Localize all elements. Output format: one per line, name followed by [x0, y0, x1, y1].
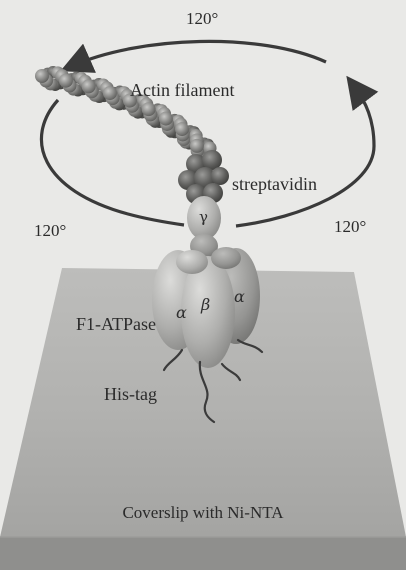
- actin-bead: [59, 74, 73, 88]
- his-tag-label: His-tag: [104, 384, 157, 404]
- actin-bead: [142, 102, 156, 116]
- coverslip-label: Coverslip with Ni-NTA: [122, 503, 284, 522]
- actin-bead: [159, 112, 173, 126]
- actin-bead: [82, 79, 96, 93]
- beta-label: β: [200, 295, 210, 314]
- angle-label-right: 120°: [334, 217, 366, 236]
- angle-label-top: 120°: [186, 9, 218, 28]
- actin-bead: [103, 86, 117, 100]
- actin-bead: [190, 139, 204, 153]
- alpha-label-left: α: [176, 303, 187, 322]
- actin-bead: [175, 122, 189, 136]
- streptavidin-label: streptavidin: [232, 174, 317, 194]
- gamma-label: γ: [199, 208, 208, 226]
- alpha-label-right: α: [234, 287, 245, 306]
- angle-label-left: 120°: [34, 221, 66, 240]
- f1-atpase-label: F1-ATPase: [76, 314, 156, 334]
- gamma-subunit: [187, 196, 221, 258]
- actin-bead: [35, 69, 49, 83]
- actin-filament-label: Actin filament: [130, 80, 234, 100]
- coverslip-front-edge: [0, 537, 406, 570]
